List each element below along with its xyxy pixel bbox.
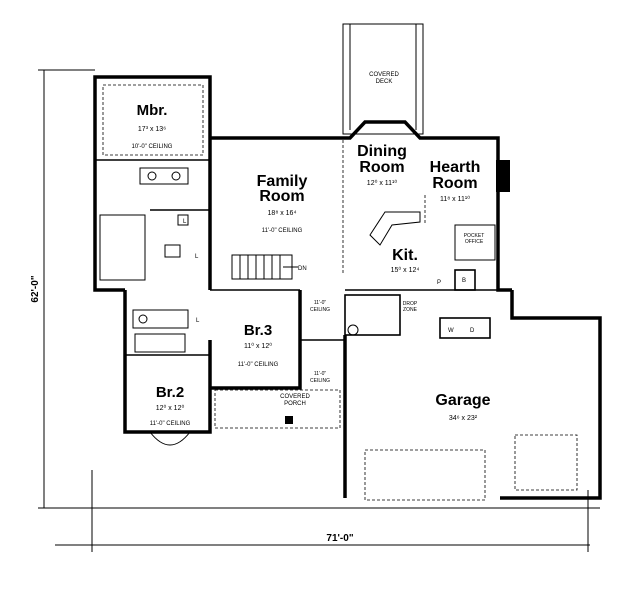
br3-size: 11⁰ x 12⁰ [244, 342, 272, 350]
covered-porch-label-1: COVERED [280, 394, 310, 400]
width-dimension: 71'-0" [326, 533, 353, 544]
bedroom-3: Br.3 11⁰ x 12⁰ 11'-0" CEILING [210, 289, 300, 368]
hearth-size: 11⁸ x 11¹⁰ [440, 195, 470, 203]
bedroom-2: Br.2 12⁰ x 12⁰ 11'-0" CEILING L [125, 309, 210, 446]
garage: Garage 34⁶ x 23² [364, 392, 578, 501]
dryer-label: D [470, 328, 475, 334]
bench-label: B [462, 278, 466, 284]
exterior-walls [93, 75, 602, 500]
linen-label-3: L [196, 318, 200, 324]
family-name-2: Room [259, 188, 304, 205]
linen-label-1: L [183, 219, 187, 225]
kit-name: Kit. [392, 247, 418, 264]
br2-name: Br.2 [156, 384, 184, 401]
linen-label-2: L [195, 254, 199, 260]
hearth-room: Hearth Room 11⁸ x 11¹⁰ [424, 159, 481, 225]
stairs-dn-label: DN [298, 266, 307, 272]
family-name-1: Family [257, 173, 308, 190]
utility-area: DROP ZONE W D 11'-0" CEILING [310, 294, 491, 339]
stairs: DN [231, 254, 307, 280]
foyer-ceiling-2: CEILING [310, 378, 330, 384]
pantry-label: P [437, 280, 441, 286]
mbr-size: 17³ x 13⁶ [138, 126, 166, 133]
master-suite: Mbr. 17³ x 13⁶ 10'-0" CEILING L L [95, 84, 210, 281]
mbr-name: Mbr. [137, 102, 168, 119]
hall-ceiling-1: 11'-0" [314, 300, 327, 306]
covered-porch-label-2: PORCH [284, 401, 306, 407]
covered-deck-label-1: COVERED [369, 72, 399, 78]
dimension-lines [38, 69, 600, 552]
foyer-porch: 11'-0" CEILING COVERED PORCH [214, 371, 341, 429]
family-size: 18⁸ x 16⁴ [268, 210, 297, 217]
kitchen: Kit. 15⁰ x 12⁴ POCKET OFFICE P B [345, 211, 512, 291]
pocket-office-label-2: OFFICE [465, 239, 484, 245]
dining-name-1: Dining [357, 143, 407, 160]
depth-dimension: 62'-0" [30, 275, 41, 302]
pocket-office-label-1: POCKET [464, 233, 485, 239]
mbr-ceiling: 10'-0" CEILING [132, 144, 173, 150]
covered-deck: COVERED DECK [342, 23, 424, 135]
garage-size: 34⁶ x 23² [449, 415, 478, 422]
dining-size: 12⁰ x 11¹⁰ [367, 179, 398, 187]
dining-room: Dining Room 12⁰ x 11¹⁰ [357, 143, 407, 187]
br3-ceiling: 11'-0" CEILING [238, 362, 279, 368]
hall-ceiling-2: CEILING [310, 307, 330, 313]
hearth-name-2: Room [432, 175, 477, 192]
washer-label: W [448, 328, 454, 334]
br3-name: Br.3 [244, 322, 272, 339]
drop-zone-label-1: DROP [403, 301, 418, 307]
drop-zone-label-2: ZONE [403, 307, 418, 313]
foyer-ceiling-1: 11'-0" [314, 371, 327, 377]
dining-name-2: Room [359, 159, 404, 176]
garage-name: Garage [435, 392, 490, 409]
family-ceiling: 11'-0" CEILING [262, 228, 303, 234]
kit-size: 15⁰ x 12⁴ [391, 266, 420, 274]
br2-ceiling: 11'-0" CEILING [150, 421, 191, 427]
covered-deck-label-2: DECK [376, 79, 393, 85]
family-room: Family Room 18⁸ x 16⁴ 11'-0" CEILING [257, 140, 344, 275]
br2-size: 12⁰ x 12⁰ [156, 404, 185, 412]
hearth-name-1: Hearth [430, 159, 481, 176]
